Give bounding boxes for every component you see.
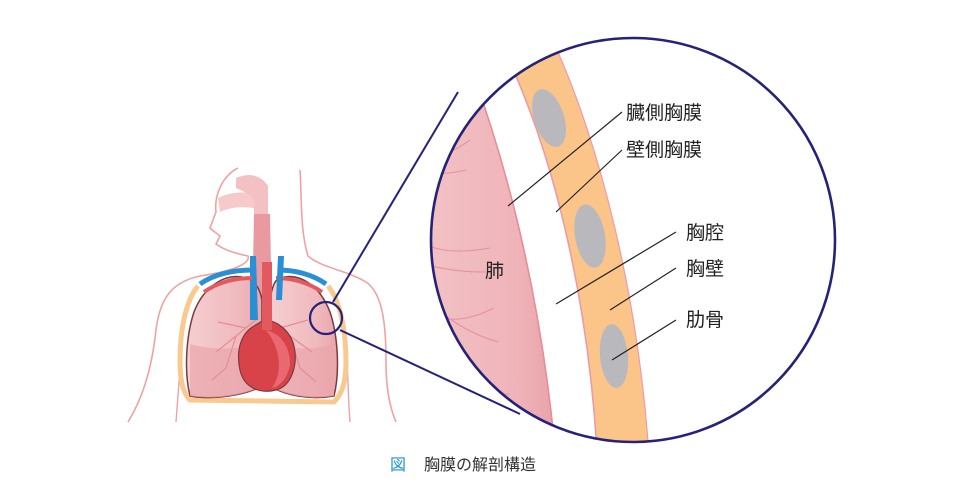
label-chest-wall: 胸壁 bbox=[686, 258, 724, 280]
leader-cavity bbox=[555, 231, 677, 305]
caption-text: 胸膜の解剖構造 bbox=[424, 455, 536, 474]
subclavian-artery-left bbox=[202, 276, 253, 294]
jugular-vein-right bbox=[276, 256, 284, 300]
zoom-parietal-edge bbox=[493, 38, 599, 442]
body-outline-right bbox=[299, 169, 397, 423]
leader-parietal bbox=[555, 149, 623, 213]
connector-line-top bbox=[332, 91, 459, 303]
label-pleural-cavity: 胸腔 bbox=[686, 222, 724, 244]
label-visceral-pleura: 臓側胸膜 bbox=[626, 102, 702, 124]
body-figure bbox=[127, 167, 397, 423]
leader-wall bbox=[609, 267, 677, 311]
zoom-rib-2 bbox=[574, 204, 606, 268]
zoom-rib-1 bbox=[531, 89, 567, 147]
zoom-rib-3 bbox=[599, 324, 629, 388]
aorta bbox=[262, 262, 272, 330]
brachiocephalic-vein-left bbox=[198, 267, 253, 287]
heart-highlight bbox=[266, 330, 290, 388]
connector-line-bottom bbox=[339, 329, 521, 415]
leader-rib bbox=[611, 319, 677, 361]
rib-cage-band bbox=[177, 284, 349, 405]
label-lung: 肺 bbox=[485, 260, 504, 282]
caption-prefix: 図 bbox=[390, 455, 406, 474]
zoom-outer-edge bbox=[547, 38, 651, 442]
body-outline bbox=[127, 167, 249, 423]
leader-lines bbox=[507, 111, 677, 361]
nasal-airway bbox=[218, 192, 262, 212]
label-parietal-pleura: 壁側胸膜 bbox=[626, 139, 702, 161]
focus-circle bbox=[308, 300, 344, 336]
zoom-view bbox=[429, 36, 837, 444]
leader-visceral bbox=[507, 111, 623, 207]
zoom-circle-border bbox=[429, 36, 837, 444]
label-rib: 肋骨 bbox=[686, 309, 724, 331]
